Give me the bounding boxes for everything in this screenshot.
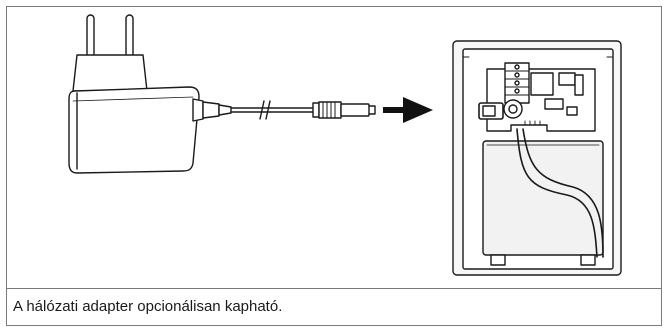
illustration-area bbox=[7, 7, 661, 289]
arrow-right-icon bbox=[383, 97, 433, 123]
figure-frame: A hálózati adapter opcionálisan kapható. bbox=[6, 6, 662, 326]
power-adapter-icon bbox=[68, 14, 376, 174]
device-housing-icon bbox=[452, 40, 622, 276]
figure-caption: A hálózati adapter opcionálisan kapható. bbox=[13, 298, 283, 315]
adapter-illustration bbox=[68, 14, 622, 276]
